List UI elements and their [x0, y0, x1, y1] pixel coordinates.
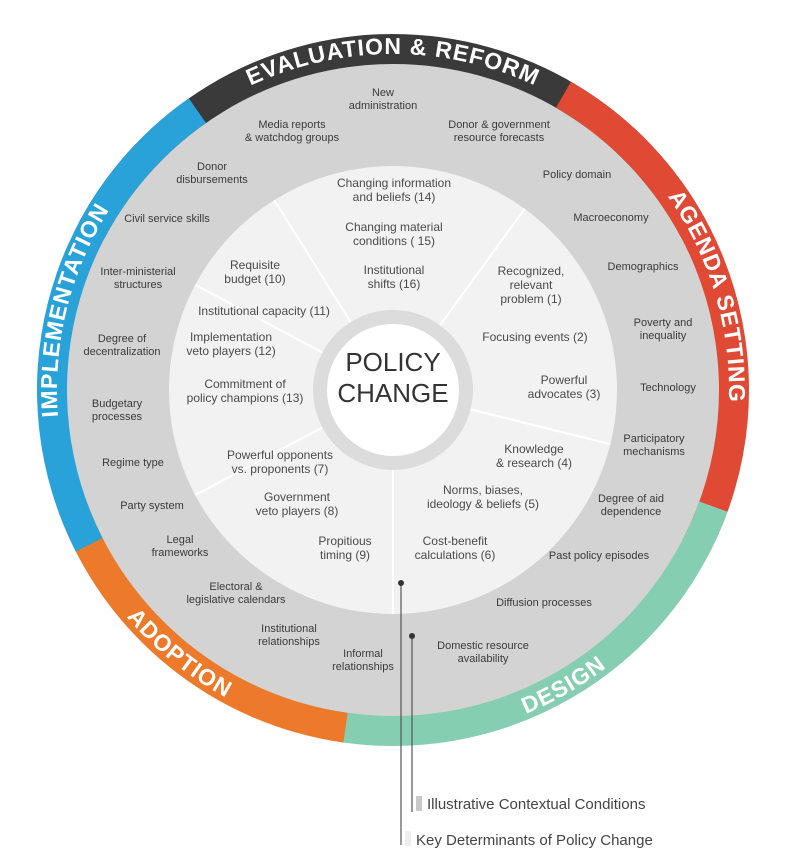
contextual-callout-dot [409, 633, 415, 639]
stage-arc-evaluation-reform [78, 33, 708, 237]
contextual-condition: Diffusion processes [496, 597, 592, 609]
center-title-line2: CHANGE [337, 378, 448, 408]
contextual-condition: Past policy episodes [549, 550, 650, 562]
determinant: Norms, biases,ideology & beliefs (5) [427, 483, 539, 511]
contextual-condition: Party system [120, 500, 184, 512]
stage-arc-design [331, 501, 728, 747]
determinants-callout-dot [398, 580, 404, 586]
center-disc [327, 324, 459, 456]
contextual-condition: Policy domain [543, 169, 611, 181]
contextual-condition: Electoral &legislative calendars [186, 581, 286, 606]
center-title-line1: POLICY [345, 347, 440, 377]
determinant: Knowledge& research (4) [496, 442, 572, 470]
determinants-legend-label: Key Determinants of Policy Change [416, 832, 653, 849]
contextual-condition: Macroeconomy [573, 212, 649, 224]
contextual-condition: Technology [640, 382, 696, 394]
contextual-condition: Media reports& watchdog groups [245, 119, 340, 144]
determinants-legend-swatch [405, 831, 411, 846]
contextual-legend-swatch [416, 796, 422, 811]
determinant: Institutional capacity (11) [198, 304, 330, 318]
determinant: Focusing events (2) [482, 330, 587, 344]
contextual-legend-label: Illustrative Contextual Conditions [427, 796, 645, 813]
contextual-condition: Demographics [608, 261, 679, 273]
stage-arc-agenda-setting [556, 81, 749, 552]
stage-arc-implementation [37, 98, 207, 552]
contextual-condition: Regime type [102, 457, 164, 469]
determinant-dividers [194, 199, 611, 614]
contextual-condition: Civil service skills [124, 213, 210, 225]
